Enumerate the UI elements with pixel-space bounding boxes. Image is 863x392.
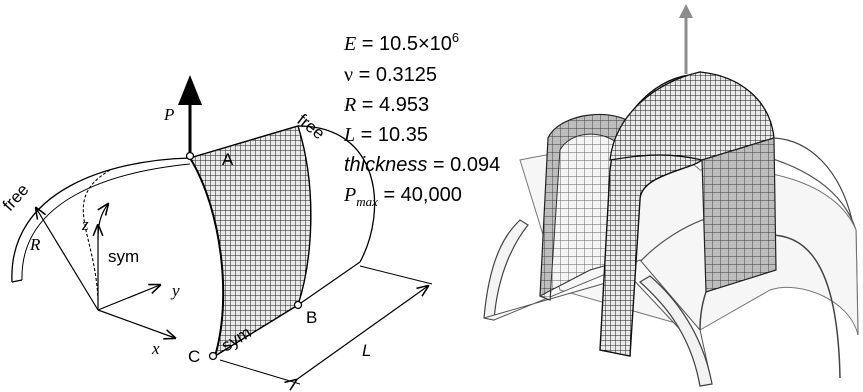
deformed-right-rib — [773, 137, 853, 221]
radius-arrow — [36, 208, 99, 311]
param-radius: R = 4.953 — [343, 94, 429, 116]
param-length: L = 10.35 — [343, 124, 428, 146]
meshed-inner-edge — [189, 157, 225, 357]
point-a-label: A — [222, 150, 234, 169]
radius-arc-arrow — [98, 204, 108, 241]
axis-z-label: z — [81, 215, 89, 234]
deformed-front-right-arch — [638, 275, 713, 387]
meshed-quarter-region — [188, 125, 312, 358]
point-a-marker — [185, 151, 195, 161]
length-dimension-arrow — [296, 286, 428, 380]
undeformed-shell-drawing: P A B C free free sym sym R L x y z — [0, 75, 433, 385]
param-modulus: E = 10.5×106 — [343, 30, 459, 55]
load-label: P — [163, 105, 174, 124]
param-thickness: thickness = 0.094 — [344, 154, 500, 176]
axis-x-line — [97, 309, 175, 338]
axis-x-label: x — [151, 339, 160, 358]
shell-free-edge-inner — [21, 163, 191, 281]
radius-label: R — [29, 235, 41, 254]
shell-left-bottom — [11, 279, 23, 283]
deformed-front-left-arch — [483, 219, 529, 321]
deformed-right-wall — [701, 137, 777, 293]
coordinate-axes — [98, 225, 175, 338]
point-c-label: C — [188, 347, 200, 366]
deformed-shell-drawing — [483, 4, 859, 387]
material-parameter-list: E = 10.5×106 ν = 0.3125 R = 4.953 L = 10… — [343, 30, 500, 209]
deformed-crown-sheet — [609, 71, 775, 161]
axis-y-label: y — [170, 281, 180, 300]
length-ext-top — [359, 265, 433, 285]
param-max-load: Pmax = 40,000 — [343, 184, 462, 209]
shell-front-arch — [82, 169, 111, 301]
length-ext-bottom — [219, 359, 301, 385]
point-b-marker — [293, 300, 303, 310]
free-edge-left-label: free — [0, 180, 33, 214]
point-b-label: B — [306, 308, 317, 327]
length-label: L — [362, 341, 371, 360]
sym-top-label: sym — [108, 247, 139, 266]
param-poisson: ν = 0.3125 — [344, 64, 437, 86]
axis-y-line — [97, 285, 160, 311]
deformed-load-arrowhead — [679, 4, 693, 18]
point-c-marker — [208, 351, 218, 361]
